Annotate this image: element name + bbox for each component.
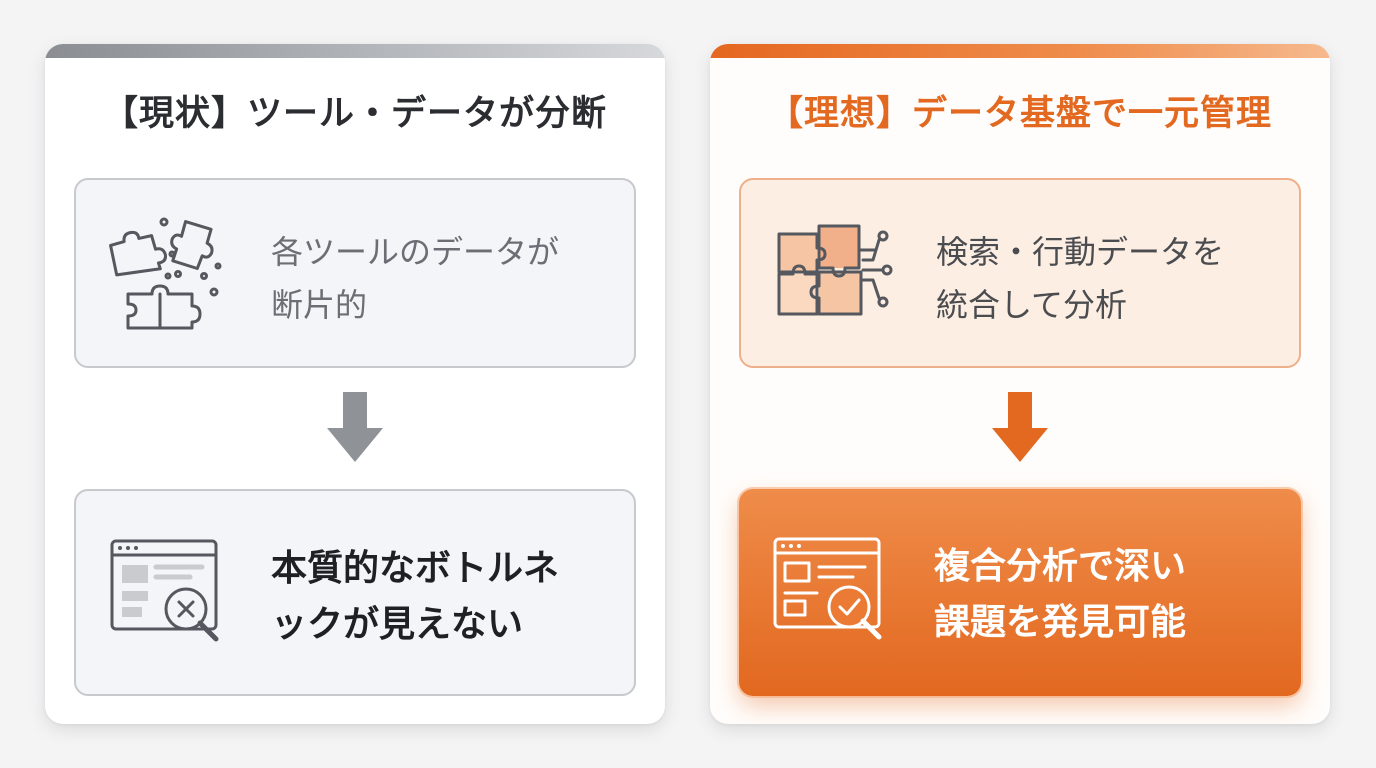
- bottleneck-hidden-line-2: ックが見えない: [271, 604, 524, 645]
- current-state-title: 【現状】ツール・データが分断: [102, 94, 607, 134]
- integrated-data-box: 検索・行動データを 統合して分析: [739, 178, 1301, 368]
- search-error-icon: [110, 539, 219, 642]
- integrated-data-text: 検索・行動データを 統合して分析: [936, 226, 1279, 332]
- scattered-puzzle-icon: [109, 217, 222, 330]
- deep-issues-line-2: 課題を発見可能: [934, 602, 1187, 643]
- panel-top-bar: [710, 44, 1330, 58]
- down-arrow-icon: [992, 392, 1048, 462]
- bottleneck-hidden-text: 本質的なボトルネ ックが見えない: [271, 541, 614, 653]
- deep-issues-line-1: 複合分析で深い: [934, 546, 1187, 587]
- deep-issues-text: 複合分析で深い 課題を発見可能: [934, 539, 1281, 651]
- bottleneck-hidden-line-1: 本質的なボトルネ: [271, 548, 560, 589]
- fragmented-data-box: 各ツールのデータが 断片的: [74, 178, 636, 368]
- current-state-panel: 【現状】ツール・データが分断 各ツールのデータが 断片的: [45, 44, 665, 724]
- panel-top-bar: [45, 44, 665, 58]
- fragmented-data-line-2: 断片的: [271, 286, 368, 324]
- integrated-data-line-2: 統合して分析: [936, 286, 1128, 324]
- down-arrow-icon: [327, 392, 383, 462]
- connected-puzzle-icon: [777, 224, 893, 316]
- integrated-data-line-1: 検索・行動データを: [936, 233, 1225, 271]
- deep-issues-box: 複合分析で深い 課題を発見可能: [739, 489, 1301, 696]
- fragmented-data-line-1: 各ツールのデータが: [271, 233, 560, 271]
- bottleneck-hidden-box: 本質的なボトルネ ックが見えない: [74, 489, 636, 696]
- search-check-icon: [773, 537, 882, 640]
- ideal-state-title: 【理想】データ基盤で一元管理: [767, 94, 1272, 134]
- ideal-state-panel: 【理想】データ基盤で一元管理 検索・行動データを 統合して分析: [710, 44, 1330, 724]
- fragmented-data-text: 各ツールのデータが 断片的: [271, 226, 614, 332]
